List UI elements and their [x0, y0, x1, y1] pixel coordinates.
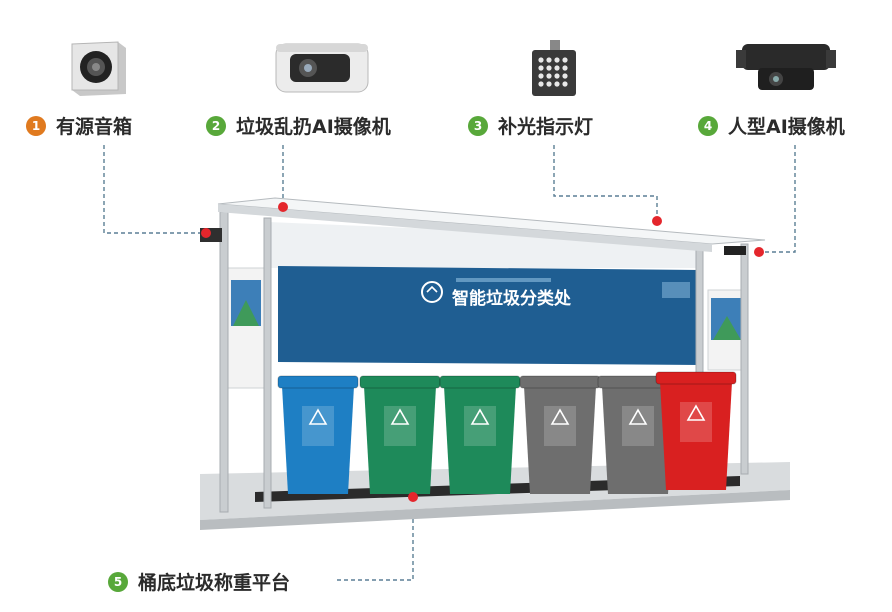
component-label-2: 2 垃圾乱扔AI摄像机	[206, 112, 391, 139]
trash-bin-5	[597, 375, 679, 494]
bin-category-icon	[628, 408, 648, 425]
side-posters	[227, 267, 747, 389]
bullet-camera-icon	[270, 36, 374, 102]
label-text-4: 人型AI摄像机	[728, 116, 845, 138]
trash-bin-1	[277, 375, 359, 494]
led-fill-light-icon	[528, 40, 580, 104]
badge-4: 4	[698, 115, 718, 136]
badge-2: 2	[206, 115, 226, 136]
badge-3: 3	[468, 115, 488, 136]
upper-wall-panel	[268, 222, 700, 268]
marker-box-camera	[754, 247, 764, 257]
bin-category-icon	[686, 404, 706, 421]
trash-bin-4	[519, 375, 601, 494]
marker-bullet-camera	[278, 202, 288, 212]
recycle-icon	[421, 281, 443, 303]
trash-bin-2	[359, 375, 441, 494]
box-camera-unit	[724, 246, 746, 255]
bin-category-icon	[470, 408, 490, 425]
trash-bin-3	[439, 375, 521, 494]
leader-line-speaker	[103, 145, 205, 234]
banner-board	[278, 266, 700, 365]
label-text-1: 有源音箱	[56, 116, 133, 138]
trash-bin-6	[655, 371, 737, 490]
badge-5: 5	[108, 571, 128, 592]
marker-fill-light	[652, 216, 662, 226]
banner-title: 智能垃圾分类处	[452, 288, 572, 309]
leader-lines	[103, 145, 796, 581]
station-frame	[219, 211, 749, 513]
marker-speaker	[201, 228, 211, 238]
marker-platform	[408, 492, 418, 502]
markers	[201, 202, 764, 502]
active-speaker-icon	[66, 38, 134, 102]
component-label-1: 1 有源音箱	[26, 112, 132, 139]
badge-1: 1	[26, 115, 46, 136]
component-label-4: 4 人型AI摄像机	[698, 112, 845, 139]
trash-bins	[277, 371, 737, 494]
bin-category-icon	[550, 408, 570, 425]
leader-line-fill-light	[553, 145, 658, 218]
component-label-5: 5 桶底垃圾称重平台	[108, 568, 290, 595]
bin-category-icon	[390, 408, 410, 425]
leader-line-platform	[335, 498, 414, 581]
label-text-2: 垃圾乱扔AI摄像机	[236, 116, 391, 138]
box-camera-icon	[736, 40, 836, 100]
bin-category-icon	[308, 408, 328, 425]
component-label-3: 3 补光指示灯	[468, 112, 593, 139]
label-text-3: 补光指示灯	[498, 116, 594, 138]
leader-line-box-camera	[760, 145, 796, 253]
label-text-5: 桶底垃圾称重平台	[138, 572, 291, 594]
